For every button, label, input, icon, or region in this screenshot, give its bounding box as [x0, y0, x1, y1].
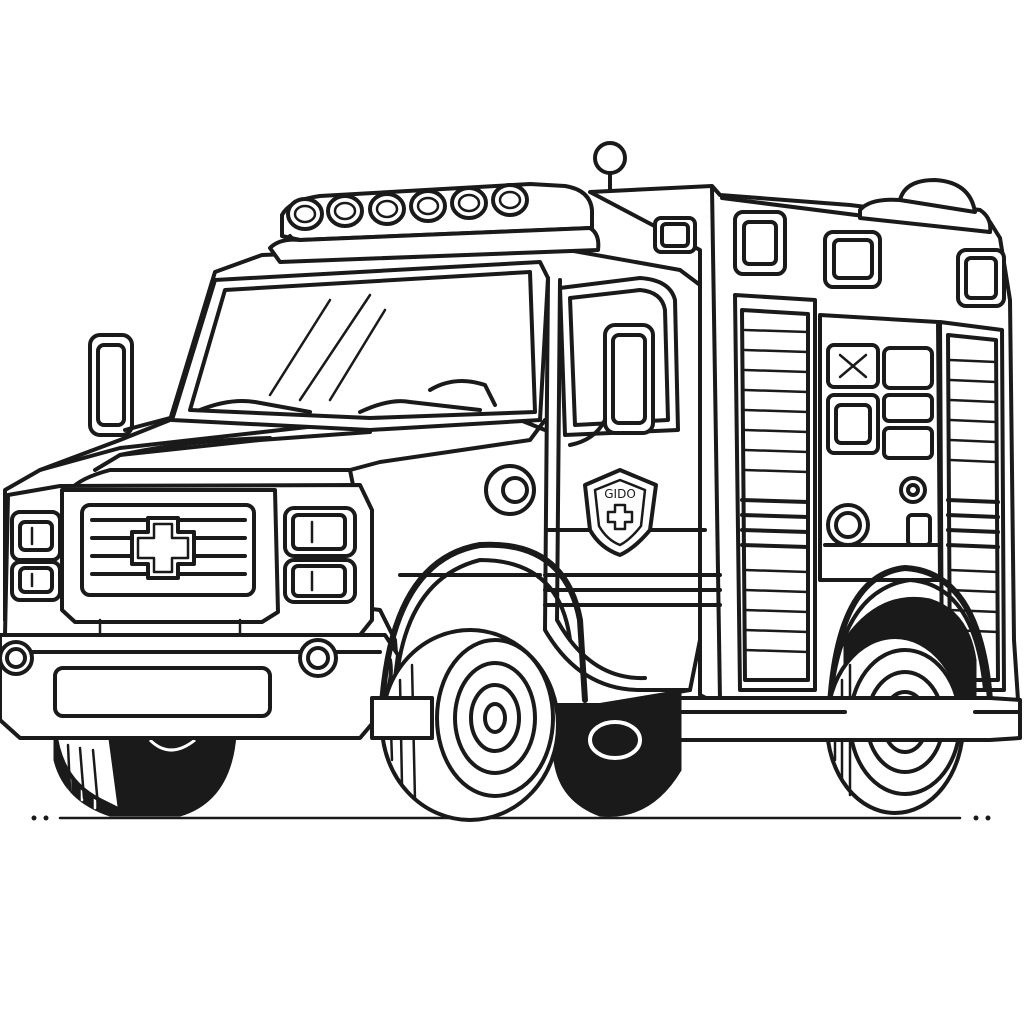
ground-line [31, 815, 991, 821]
rear-box [588, 178, 1020, 707]
light-bulbs [286, 183, 529, 231]
left-mirror [88, 333, 172, 437]
door-badge: GIDO [583, 468, 658, 557]
light-bar [268, 182, 601, 264]
front-wheel [53, 728, 237, 817]
rear-wheel [825, 565, 993, 815]
medical-cross-emblem [130, 516, 196, 580]
front-bumper [0, 633, 400, 740]
right-mirror [568, 323, 655, 447]
antenna [593, 141, 627, 192]
front-side-wheel [370, 541, 588, 822]
front-grille-area [3, 483, 374, 637]
badge-label: GIDO [604, 487, 636, 501]
